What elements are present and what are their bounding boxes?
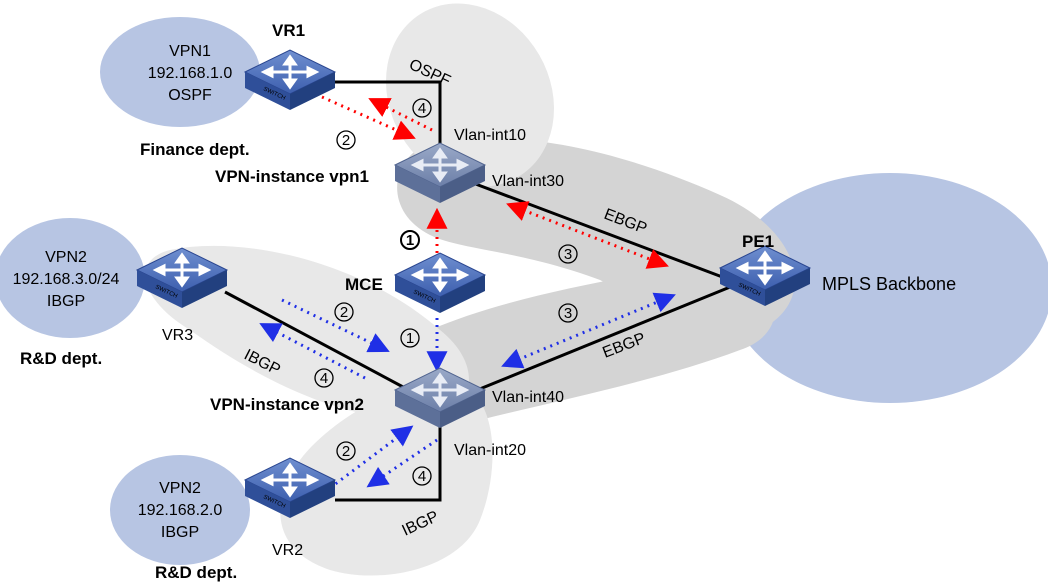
flow-vr3-to-vpn2	[281, 298, 390, 353]
step-circle-4-vr2	[412, 466, 432, 486]
step-4-vr1: 4	[418, 100, 426, 117]
step-circle-1-top	[400, 230, 420, 250]
flow-vr2-to-vpn2	[329, 425, 414, 490]
label-vr3: VR3	[162, 327, 193, 344]
step-2-vr3: 2	[340, 304, 348, 321]
flow-vr1-to-vpn1	[321, 95, 416, 140]
ospf-area	[385, 3, 555, 187]
label-vpn-instance-2: VPN-instance vpn2	[210, 395, 364, 414]
label-vpn-instance-1: VPN-instance vpn1	[215, 167, 369, 186]
site-vpn2-net: 192.168.2.0	[138, 502, 223, 519]
step-4-vr3: 4	[320, 370, 328, 387]
site-vpn2-name: VPN2	[159, 480, 201, 497]
label-vlan30: Vlan-int30	[492, 173, 564, 190]
label-pe1: PE1	[742, 232, 774, 251]
site-vpn2-proto: IBGP	[161, 524, 199, 541]
flow-vpn2-to-vr3	[259, 323, 366, 380]
step-circle-1-bottom	[400, 328, 420, 348]
label-vlan20: Vlan-int20	[454, 442, 526, 459]
site-vpn2-rd-bottom	[110, 455, 250, 565]
site-vpn1-proto: OSPF	[168, 87, 212, 104]
step-circle-3-bottom	[558, 303, 578, 323]
mpls-backbone-cloud	[728, 173, 1048, 403]
site-vpn3-net: 192.168.3.0/24	[13, 271, 120, 288]
label-rd-bottom: R&D dept.	[155, 563, 237, 582]
label-vlan10: Vlan-int10	[454, 127, 526, 144]
switch-mce: SWITCH	[393, 251, 487, 315]
switch-vr1: SWITCH	[243, 48, 337, 112]
step-1-bottom: 1	[406, 330, 414, 347]
site-vpn3-proto: IBGP	[47, 293, 85, 310]
label-rd-top: R&D dept.	[20, 349, 102, 368]
step-circle-3-top	[558, 244, 578, 264]
ibgp-area-vr3	[145, 245, 469, 420]
link-vr3-vpn2	[224, 290, 406, 390]
link-vr1-vpn1	[335, 80, 442, 150]
label-vlan40: Vlan-int40	[492, 389, 564, 406]
switch-pe1: SWITCH	[718, 244, 812, 308]
site-vpn1-net: 192.168.1.0	[148, 65, 233, 82]
label-finance: Finance dept.	[140, 140, 250, 159]
step-3-top: 3	[564, 246, 572, 263]
step-circle-2-vr1	[336, 130, 356, 150]
step-1-top: 1	[406, 232, 414, 249]
label-mpls-backbone: MPLS Backbone	[822, 274, 956, 294]
step-circle-2-vr2	[336, 441, 356, 461]
step-circle-4-vr3	[314, 368, 334, 388]
site-vpn3-name: VPN2	[45, 249, 87, 266]
step-2-vr2: 2	[342, 443, 350, 460]
link-vr2-vpn2	[335, 420, 442, 502]
step-circle-2-vr3	[334, 302, 354, 322]
label-mce: MCE	[345, 275, 383, 294]
step-circle-4-vr1	[412, 98, 432, 118]
step-3-bottom: 3	[564, 305, 572, 322]
site-vpn2-rd-top	[0, 218, 145, 338]
step-4-vr2: 4	[418, 468, 426, 485]
site-vpn1-finance	[100, 17, 260, 127]
site-vpn1-name: VPN1	[169, 43, 211, 60]
switch-vr2: SWITCH	[243, 456, 337, 520]
switch-vr3: SWITCH	[135, 246, 229, 310]
label-vr1: VR1	[272, 21, 305, 40]
step-2-vr1: 2	[342, 132, 350, 149]
label-vr2: VR2	[272, 542, 303, 559]
